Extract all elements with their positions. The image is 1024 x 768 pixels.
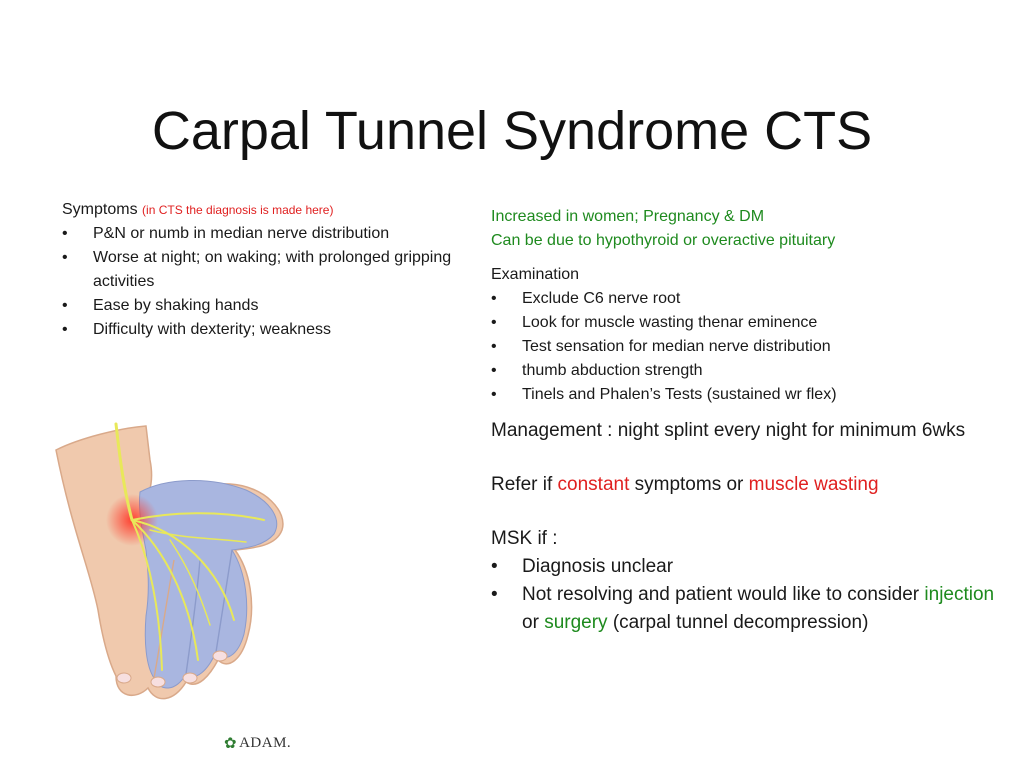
list-item: Difficulty with dexterity; weakness bbox=[62, 318, 462, 342]
msk-item2-text: Not resolving and patient would like to … bbox=[522, 584, 925, 605]
msk-item2-or: or bbox=[522, 612, 545, 633]
symptoms-heading: Symptoms (in CTS the diagnosis is made h… bbox=[62, 198, 462, 222]
list-item: Not resolving and patient would like to … bbox=[491, 581, 1011, 637]
list-item: Look for muscle wasting thenar eminence bbox=[491, 311, 1011, 335]
examination-section: Examination Exclude C6 nerve root Look f… bbox=[491, 263, 1011, 407]
examination-list: Exclude C6 nerve root Look for muscle wa… bbox=[491, 287, 1011, 407]
list-item: thumb abduction strength bbox=[491, 359, 1011, 383]
adam-leaf-icon: ✿ bbox=[224, 736, 238, 752]
symptoms-list: P&N or numb in median nerve distribution… bbox=[62, 222, 462, 342]
right-column: Increased in women; Pregnancy & DM Can b… bbox=[491, 205, 1011, 637]
examination-heading: Examination bbox=[491, 266, 580, 283]
fingernail bbox=[182, 672, 198, 684]
adam-logo-text: ADAM. bbox=[239, 735, 292, 751]
msk-item2-suffix: (carpal tunnel decompression) bbox=[607, 612, 869, 633]
refer-prefix: Refer if bbox=[491, 474, 558, 495]
list-item: Tinels and Phalen’s Tests (sustained wr … bbox=[491, 383, 1011, 407]
fingernail bbox=[212, 650, 228, 662]
hand-median-nerve-illustration bbox=[55, 422, 284, 700]
refer-word-constant: constant bbox=[557, 474, 630, 495]
msk-list: Diagnosis unclear Not resolving and pati… bbox=[491, 553, 1011, 637]
msk-word-surgery: surgery bbox=[544, 612, 608, 633]
list-item: P&N or numb in median nerve distribution bbox=[62, 222, 462, 246]
risk-line-1: Increased in women; Pregnancy & DM bbox=[491, 208, 765, 225]
fingernail bbox=[150, 676, 166, 688]
median-nerve-area bbox=[139, 479, 278, 689]
refer-word-muscle-wasting: muscle wasting bbox=[748, 474, 879, 495]
list-item: Ease by shaking hands bbox=[62, 294, 462, 318]
refer-line: Refer if constant symptoms or muscle was… bbox=[491, 471, 1011, 499]
msk-word-injection: injection bbox=[924, 584, 995, 605]
symptoms-heading-note: (in CTS the diagnosis is made here) bbox=[142, 203, 334, 217]
msk-section: MSK if : Diagnosis unclear Not resolving… bbox=[491, 525, 1011, 637]
risk-line-2: Can be due to hypothyroid or overactive … bbox=[491, 232, 836, 249]
list-item: Worse at night; on waking; with prolonge… bbox=[62, 246, 462, 294]
list-item: Test sensation for median nerve distribu… bbox=[491, 335, 1011, 359]
refer-middle: symptoms or bbox=[629, 474, 749, 495]
symptoms-heading-text: Symptoms bbox=[62, 201, 138, 218]
list-item: Diagnosis unclear bbox=[491, 553, 1011, 581]
list-item: Exclude C6 nerve root bbox=[491, 287, 1011, 311]
median-nerve-branches bbox=[114, 422, 265, 671]
adam-logo: ✿ ADAM. bbox=[224, 734, 291, 753]
fingernail bbox=[116, 672, 132, 684]
msk-heading: MSK if : bbox=[491, 528, 558, 549]
slide-title: Carpal Tunnel Syndrome CTS bbox=[151, 101, 873, 161]
symptoms-section: Symptoms (in CTS the diagnosis is made h… bbox=[62, 198, 462, 342]
management-text: Management : night splint every night fo… bbox=[491, 420, 966, 441]
